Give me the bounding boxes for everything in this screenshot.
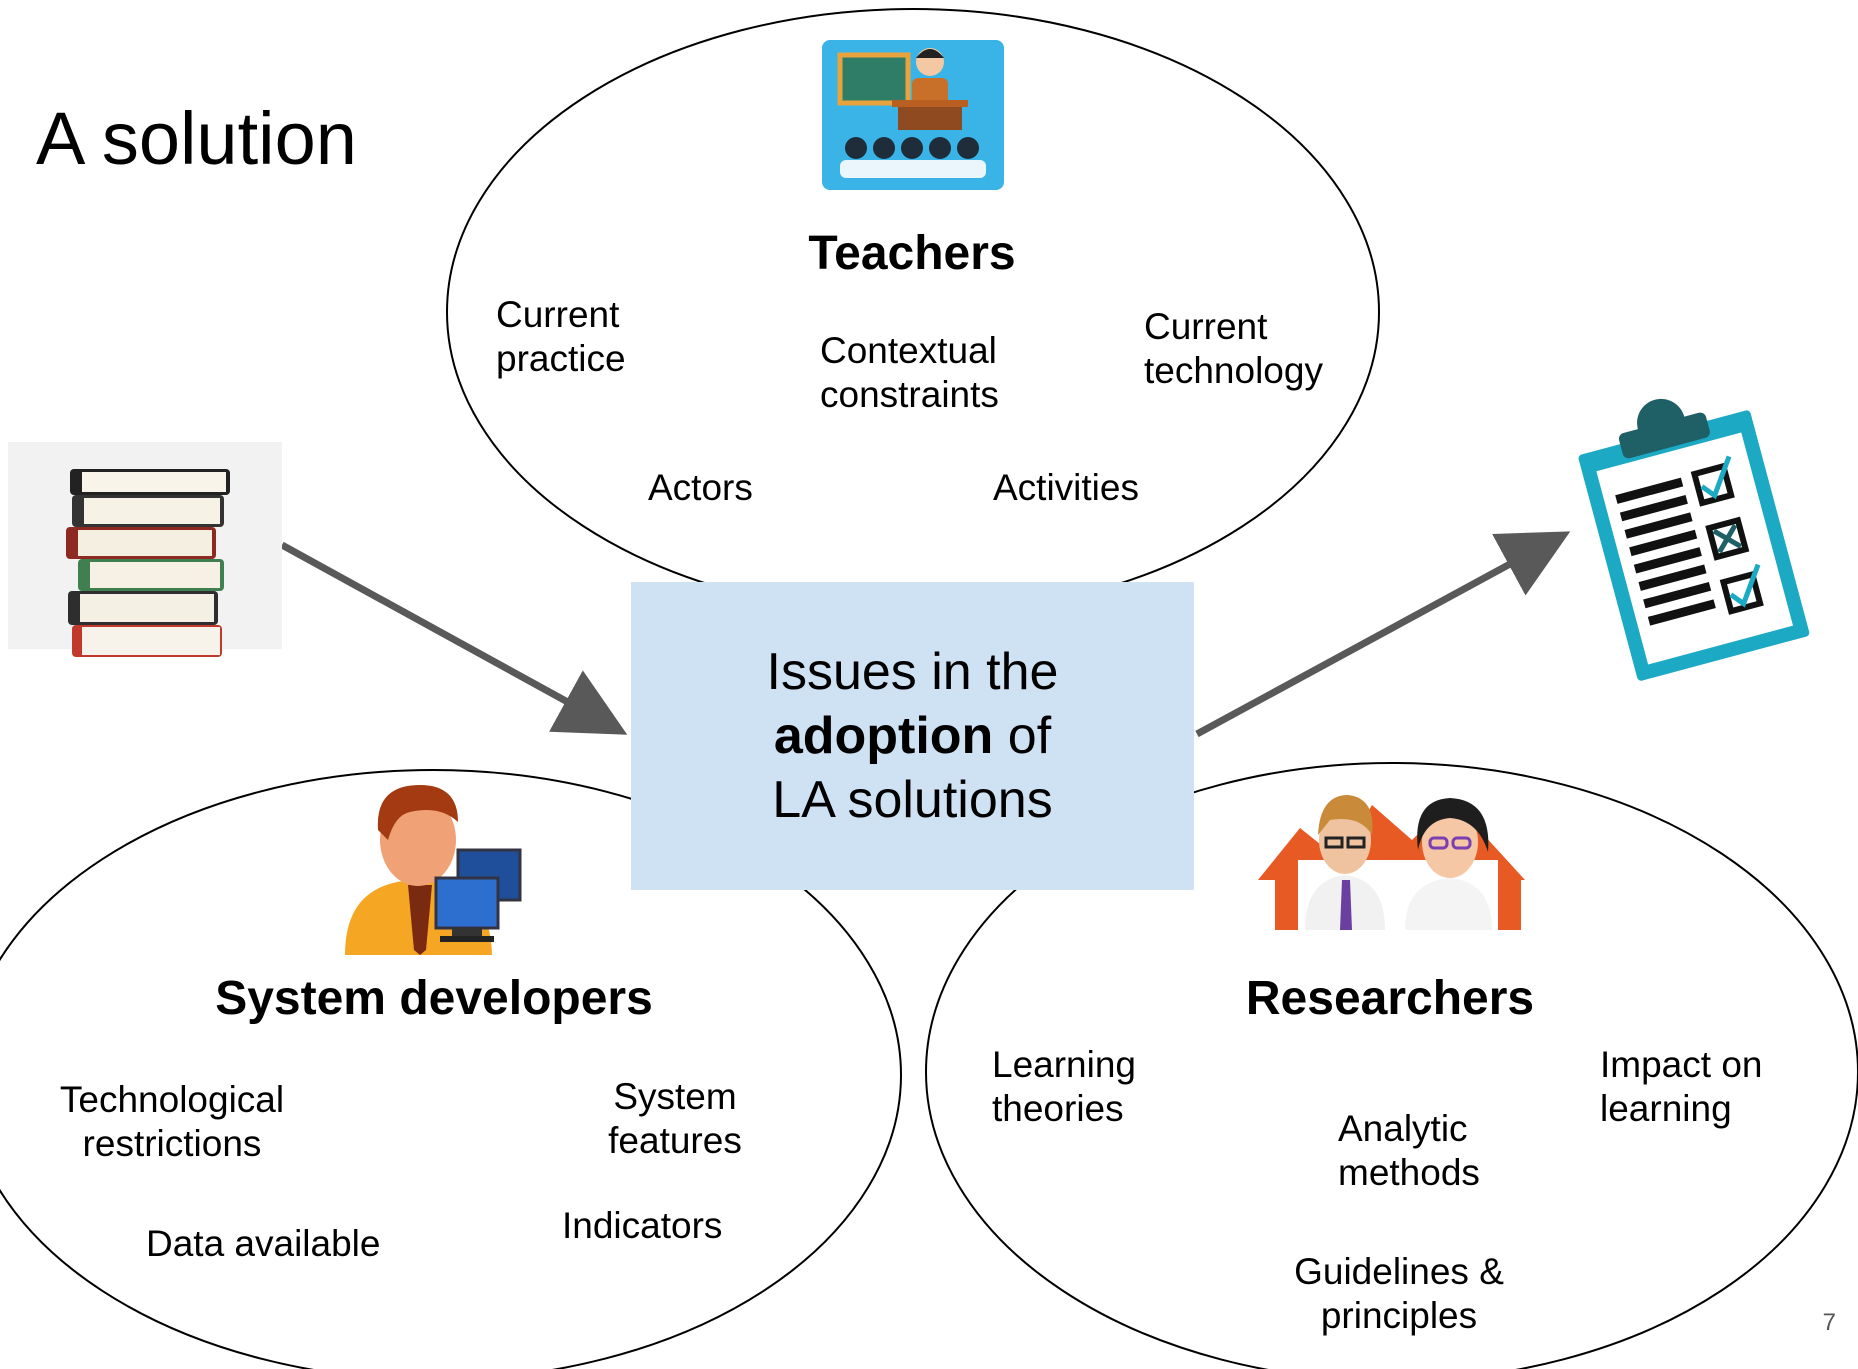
researchers-ellipse (925, 762, 1858, 1369)
developers-title: System developers (215, 972, 653, 1025)
developers-item-technological-restrictions: Technological restrictions (59, 1079, 285, 1164)
teacher-classroom-icon (822, 40, 1004, 190)
central-issue-box: Issues in the adoption of LA solutions (631, 582, 1194, 890)
input-arrow (280, 541, 628, 735)
developers-item-indicators: Indicators (562, 1205, 723, 1246)
researchers-item-impact-on-learning: Impact on learning (1600, 1044, 1763, 1129)
researchers-icon (1258, 795, 1525, 930)
center-line3: LA solutions (772, 771, 1053, 829)
teachers-item-current-technology: Current technology (1144, 306, 1323, 391)
teachers-item-current-practice: Current practice (496, 294, 626, 379)
center-line2-bold: adoption (773, 707, 994, 765)
developers-item-system-features: System features (608, 1076, 742, 1161)
center-line1: Issues in the (766, 643, 1059, 701)
books-stack-icon (8, 442, 282, 657)
teachers-item-actors: Actors (648, 467, 753, 508)
researchers-item-learning-theories: Learning theories (992, 1044, 1137, 1129)
output-arrow (1195, 531, 1571, 738)
slide-title: A solution (36, 97, 357, 180)
developers-item-data-available: Data available (146, 1223, 381, 1264)
center-line2-rest: of (993, 707, 1052, 765)
developers-ellipse (0, 769, 902, 1369)
teachers-title: Teachers (808, 227, 1016, 280)
teachers-item-activities: Activities (993, 467, 1139, 508)
page-number: 7 (1822, 1309, 1836, 1336)
developer-computer-icon (345, 785, 522, 955)
researchers-item-analytic-methods: Analytic methods (1338, 1108, 1480, 1193)
researchers-title: Researchers (1245, 972, 1535, 1025)
clipboard-checklist-icon (1578, 398, 1810, 681)
teachers-item-contextual-constraints: Contextual constraints (820, 330, 999, 415)
researchers-item-guidelines-principles: Guidelines & principles (1294, 1251, 1504, 1336)
central-issue-text: Issues in the adoption of LA solutions (767, 640, 1059, 832)
